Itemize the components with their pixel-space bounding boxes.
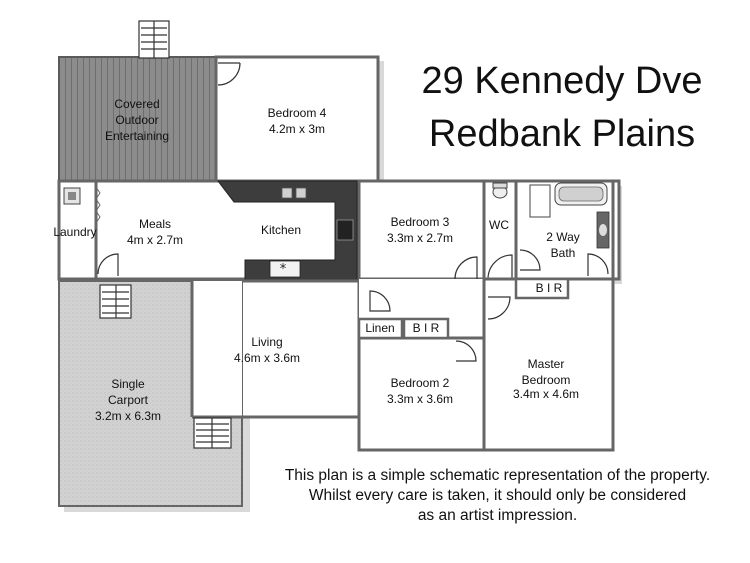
toilet-cistern-icon [492,182,508,189]
bir-mid-label: B I R [413,321,440,335]
bedroom-4-label: Bedroom 4 [268,106,327,120]
door-swing [454,256,478,280]
door-swing [487,296,511,320]
meals-size: 4m x 2.7m [127,233,183,247]
bir-mid-cupboard [402,317,450,340]
carport-label: Carport [108,393,149,407]
bedroom-3-room [357,179,486,281]
carport-size: 3.2m x 6.3m [95,409,161,423]
rear-stairs [138,20,170,59]
covered-outdoor-label: Entertaining [105,129,169,143]
laundry-tub-basin-icon [68,192,76,200]
bir-top-cupboard [514,277,570,300]
bedroom-2-size: 3.3m x 3.6m [387,392,453,406]
covered-outdoor-label: Covered [114,97,159,111]
living-size: 4.6m x 3.6m [234,351,300,365]
page-title: 29 Kennedy Dve [422,60,703,102]
bath-label: 2 Way [546,230,580,244]
disclaimer-line: This plan is a simple schematic represen… [284,467,711,484]
master-bedroom-label: Bedroom [522,373,571,387]
shower-icon [529,184,551,218]
disclaimer-line: as an artist impression. [417,507,578,524]
bir-top-label: B I R [536,281,563,295]
door-swing [455,340,477,362]
carport-stairs [99,284,132,319]
bathtub-basin-icon [558,186,604,202]
sink-icon [295,187,307,199]
sink-icon [281,187,293,199]
laundry-label: Laundry [53,225,96,239]
living-label: Living [251,335,282,349]
door-swing [519,249,541,271]
linen-label: Linen [365,321,394,335]
door-swing [97,253,119,276]
page-subtitle: Redbank Plains [429,113,695,155]
covered-outdoor-label: Outdoor [115,113,158,127]
carport-label: Single [111,377,145,391]
bedroom-2-label: Bedroom 2 [391,376,450,390]
bedroom-3-label: Bedroom 3 [391,215,450,229]
bedroom-4-room [214,55,380,183]
bedroom-3-size: 3.3m x 2.7m [387,231,453,245]
wc-label: WC [489,218,509,232]
laundry-door-icon [95,186,101,224]
disclaimer: This plan is a simple schematic represen… [245,466,750,526]
stove-icon [269,260,301,278]
stove-burner-icon: * [280,262,287,277]
linen-cupboard [357,317,404,340]
master-bedroom-label: Master [528,357,565,371]
master-bedroom-room [482,277,615,452]
bedroom-4-size: 4.2m x 3m [269,122,325,136]
living-room [192,281,242,417]
kitchen-label: Kitchen [261,223,301,237]
hallway [359,279,484,319]
bath-label: Bath [551,246,576,260]
door-swing [217,62,241,86]
entry-stairs [193,417,232,449]
door-swing [587,253,609,276]
meals-label: Meals [139,217,171,231]
disclaimer-line: Whilst every care is taken, it should on… [308,487,687,504]
basin-icon [599,224,607,236]
door-swing [369,290,391,312]
master-bedroom-size: 3.4m x 4.6m [513,387,579,401]
door-swing [487,254,513,280]
cooktop-icon [336,219,354,241]
